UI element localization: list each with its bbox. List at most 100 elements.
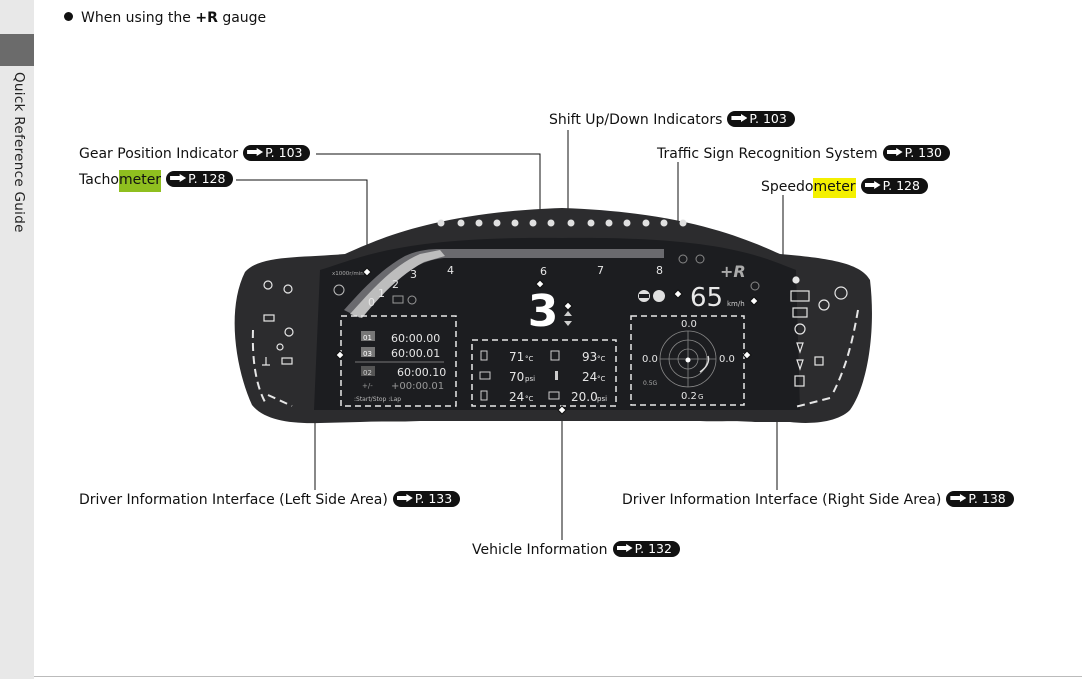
callout-text: Driver Information Interface (Right Side… bbox=[622, 492, 942, 508]
callout-vehicle-info: Vehicle Information P. 132 bbox=[472, 541, 680, 559]
coolant-temp-value: 93 bbox=[582, 350, 597, 364]
section-heading: When using the +R gauge bbox=[64, 10, 266, 26]
shift-light bbox=[660, 219, 668, 227]
shift-light bbox=[529, 219, 537, 227]
trans-temp-value: 24 bbox=[509, 390, 524, 404]
tach-tick: 2 bbox=[392, 278, 399, 291]
callout-gear-position: Gear Position Indicator P. 103 bbox=[79, 145, 311, 163]
page-ref-text: P. 103 bbox=[265, 145, 303, 160]
unit: °C bbox=[525, 395, 534, 403]
page-ref-text: P. 103 bbox=[749, 111, 787, 126]
callout-dii-left: Driver Information Interface (Left Side … bbox=[79, 491, 461, 509]
coolant-temp-icon bbox=[550, 350, 560, 361]
system-warning-icon bbox=[794, 323, 806, 335]
page-ref-link[interactable]: P. 128 bbox=[860, 178, 928, 194]
anchor-diamond bbox=[742, 350, 752, 360]
lap-footer: :Start/Stop :Lap bbox=[354, 396, 401, 403]
boost-icon bbox=[548, 391, 560, 400]
g-value-left: 0.0 bbox=[642, 354, 658, 365]
anchor-diamond bbox=[535, 279, 545, 289]
shift-light bbox=[457, 219, 465, 227]
lane-keep-icon bbox=[678, 254, 688, 264]
left-dash-arc bbox=[251, 329, 266, 403]
left-warning-icons bbox=[262, 280, 294, 366]
vehicle-info-frame bbox=[471, 339, 617, 407]
page-ref-link[interactable]: P. 138 bbox=[946, 491, 1014, 507]
lap-time: 60:00.00 bbox=[391, 332, 440, 345]
tpms-icon bbox=[263, 280, 273, 290]
no-entry-bar bbox=[639, 294, 649, 298]
arrow-icon bbox=[950, 494, 967, 502]
page-ref-text: P. 132 bbox=[634, 541, 672, 556]
anchor-diamond bbox=[563, 301, 573, 311]
page-ref-link[interactable]: P. 103 bbox=[243, 145, 311, 161]
oil-pressure-icon bbox=[479, 371, 491, 380]
arrow-icon bbox=[170, 174, 187, 182]
callout-text: Vehicle Information bbox=[472, 542, 608, 558]
auto-hold-icon bbox=[818, 299, 830, 311]
tach-tick: 8 bbox=[656, 264, 663, 277]
heading-bold: +R bbox=[195, 10, 218, 26]
cluster-screen bbox=[314, 237, 800, 410]
sidebar: Quick Reference Guide bbox=[0, 0, 34, 679]
page-bottom-rule bbox=[34, 676, 1082, 677]
speed-value: 65 bbox=[690, 283, 723, 313]
shift-light bbox=[547, 219, 555, 227]
tach-tick: 3 bbox=[410, 268, 417, 281]
callout-shift-indicators: Shift Up/Down Indicators P. 103 bbox=[549, 111, 795, 129]
tachometer-bar bbox=[344, 249, 664, 318]
indicator-icon bbox=[407, 295, 417, 305]
arrow-icon bbox=[864, 181, 881, 189]
lap-tag: +/- bbox=[362, 382, 373, 390]
g-trace bbox=[699, 355, 710, 373]
highlighted-text: meter bbox=[813, 178, 856, 198]
info-icon bbox=[750, 281, 760, 291]
callout-dii-right: Driver Information Interface (Right Side… bbox=[622, 491, 1014, 509]
anchor-diamond bbox=[362, 267, 372, 277]
callout-text: Tacho bbox=[79, 172, 119, 188]
unit: °C bbox=[525, 355, 534, 363]
callout-traffic-sign: Traffic Sign Recognition System P. 130 bbox=[657, 145, 951, 163]
callout-text: Shift Up/Down Indicators bbox=[549, 112, 723, 128]
tach-tick: 1 bbox=[378, 287, 385, 300]
page-ref-link[interactable]: P. 130 bbox=[882, 145, 951, 161]
arrow-icon bbox=[731, 114, 748, 122]
page-ref-link[interactable]: P. 128 bbox=[166, 171, 234, 187]
heading-prefix: When using the bbox=[81, 10, 196, 26]
vehicle-info-values: 71 °C 93 °C 70 psi 24 °C 24 °C 20.0 psi bbox=[479, 350, 607, 404]
heading-suffix: gauge bbox=[217, 10, 267, 26]
acc-icon bbox=[695, 254, 705, 264]
low-beam-icon bbox=[281, 357, 293, 365]
callout-text: Speedo bbox=[761, 179, 814, 195]
callout-text: Gear Position Indicator bbox=[79, 146, 239, 162]
battery-icon bbox=[392, 295, 404, 304]
page-ref-text: P. 130 bbox=[904, 145, 943, 160]
lap-tag: 02 bbox=[363, 369, 372, 377]
oil-temp-icon bbox=[480, 350, 488, 361]
anchor-diamond bbox=[335, 350, 345, 360]
shift-down-icon bbox=[564, 321, 572, 326]
brand-badge: +R bbox=[720, 262, 746, 281]
brake-icon bbox=[792, 307, 808, 318]
unit: °C bbox=[597, 375, 606, 383]
tachometer-needle-fill bbox=[350, 250, 445, 318]
arrow-icon bbox=[396, 494, 413, 502]
page-ref-link[interactable]: P. 133 bbox=[392, 491, 461, 507]
door-icon bbox=[814, 356, 824, 366]
arrow-icon bbox=[616, 544, 633, 552]
right-dash-arc bbox=[831, 309, 859, 396]
g-scale: 0.5G bbox=[643, 380, 658, 387]
leader-tach bbox=[236, 179, 368, 270]
parking-light-icon bbox=[276, 343, 284, 351]
page-ref-text: P. 133 bbox=[414, 491, 453, 506]
g-unit: G bbox=[698, 393, 703, 401]
g-meter-values: 0.0 0.0 0.0 0.2 G 0.5G bbox=[642, 319, 735, 402]
callout-text: Traffic Sign Recognition System bbox=[657, 146, 878, 162]
intake-temp-icon bbox=[555, 371, 558, 380]
g-value-bottom: 0.2 bbox=[681, 391, 697, 402]
page-ref-text: P. 128 bbox=[188, 171, 226, 186]
page-ref-link[interactable]: P. 103 bbox=[727, 111, 795, 127]
page-ref-link[interactable]: P. 132 bbox=[612, 541, 680, 557]
shift-light bbox=[679, 219, 687, 227]
